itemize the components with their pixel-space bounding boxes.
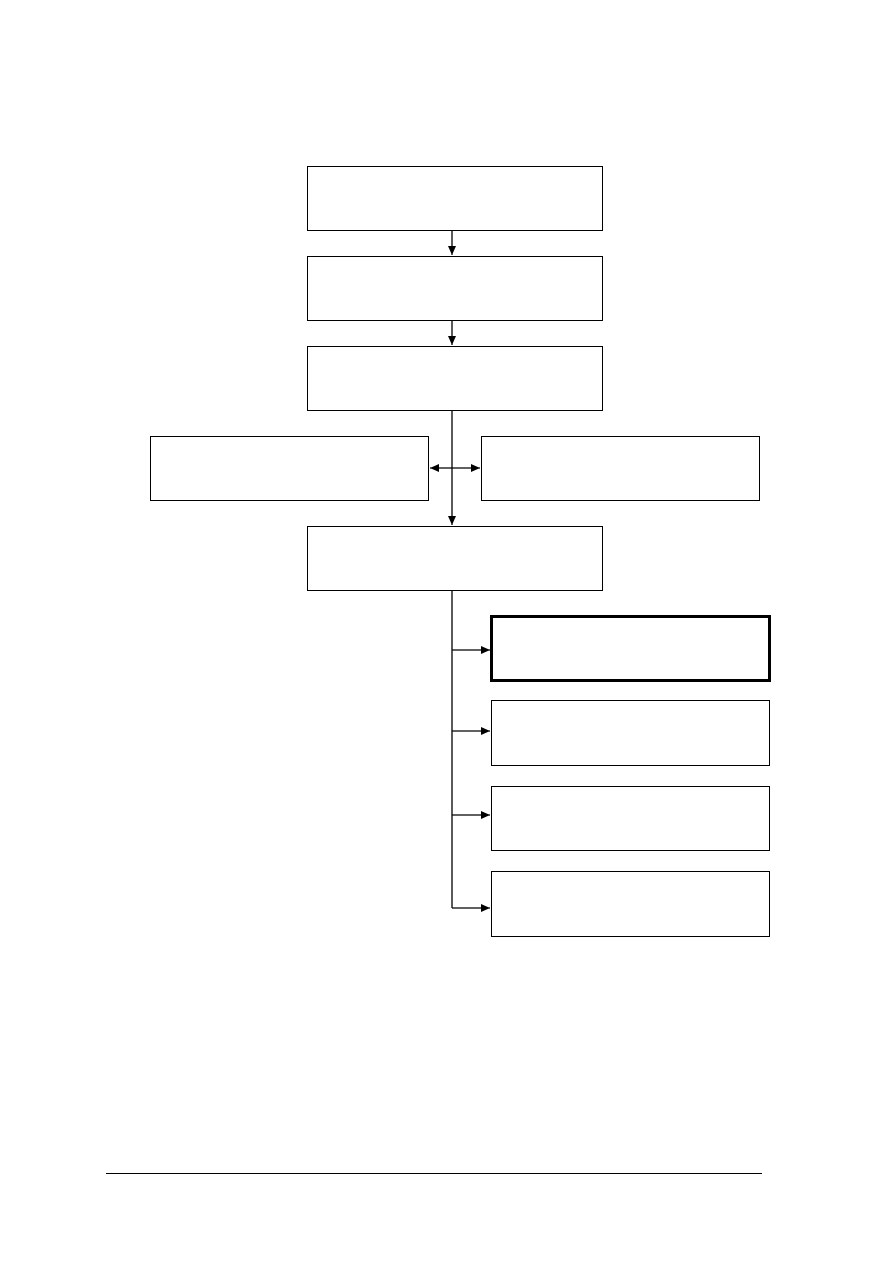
flow-box-side-right [481, 436, 760, 501]
flow-box-side-left [150, 436, 429, 501]
flow-box-branch-3 [491, 786, 770, 851]
flow-box-branch-4 [491, 871, 770, 937]
footer-divider [106, 1173, 762, 1174]
flow-box-branch-2 [491, 700, 770, 766]
flow-box-branch-1 [490, 615, 771, 682]
flow-box-step-1 [307, 166, 603, 231]
flow-box-step-2 [307, 256, 603, 321]
flow-box-step-4 [307, 526, 603, 591]
flow-box-step-3 [307, 346, 603, 411]
